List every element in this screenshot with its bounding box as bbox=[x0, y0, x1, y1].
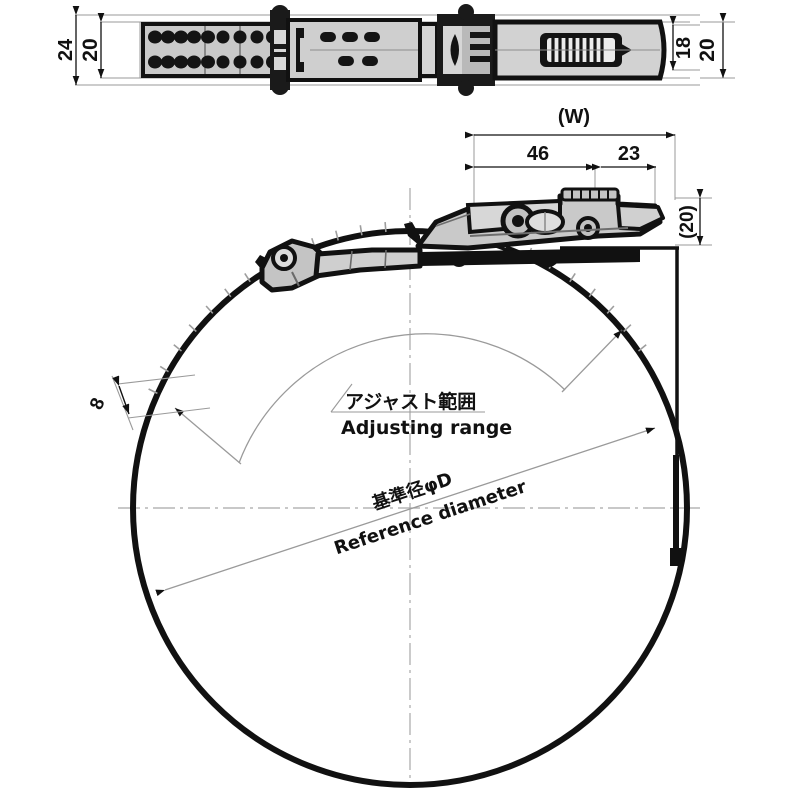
dim-46-label: 46 bbox=[527, 143, 549, 165]
dim-24: 24 bbox=[55, 5, 80, 85]
adjusting-range-jp-label: アジャスト範囲 bbox=[345, 390, 476, 413]
reference-diameter-line bbox=[155, 427, 656, 597]
dim-24-label: 24 bbox=[55, 38, 77, 61]
latch-lever-assembly bbox=[404, 187, 665, 267]
hinge-pin-block bbox=[270, 5, 290, 95]
perforated-band-segment bbox=[141, 22, 278, 78]
adjusting-range-en-label: Adjusting range bbox=[341, 417, 512, 439]
dim-20-ref-label: (20) bbox=[677, 205, 698, 239]
hook-catch-assembly bbox=[255, 238, 423, 293]
second-pivot bbox=[437, 4, 495, 96]
top-view-group bbox=[75, 4, 700, 96]
dim-23-label: 23 bbox=[618, 143, 640, 165]
dim-20-right: 20 bbox=[696, 12, 735, 79]
adjusting-range-arc bbox=[238, 333, 566, 464]
dim-20-left: 20 bbox=[79, 12, 105, 78]
dim-18: 18 bbox=[669, 15, 695, 70]
band-tick-marks bbox=[148, 221, 647, 395]
side-view-dimension-group: (W) 46 23 (20) bbox=[464, 106, 712, 250]
knurled-grip bbox=[560, 187, 620, 202]
adjusting-range-leader-left bbox=[174, 407, 242, 465]
dim-20-right-label: 20 bbox=[696, 38, 719, 61]
band-tail-line bbox=[560, 246, 679, 508]
adjusting-range-group: アジャスト範囲 Adjusting range bbox=[174, 329, 623, 465]
adjusting-range-leader-right bbox=[561, 329, 623, 393]
dim-W-label: (W) bbox=[558, 106, 590, 128]
lever-plate-segment bbox=[286, 18, 422, 82]
lever-slots bbox=[320, 32, 380, 66]
lever-neck bbox=[418, 22, 439, 78]
dim-18-label: 18 bbox=[673, 37, 695, 59]
handle-body-segment bbox=[492, 19, 667, 81]
band-perforations bbox=[148, 30, 278, 69]
circle-view-group: アジャスト範囲 Adjusting range 基準径φD Reference … bbox=[86, 187, 700, 788]
dim-20-left-label: 20 bbox=[79, 38, 102, 61]
gap-dimension-label: 8 bbox=[86, 395, 109, 413]
